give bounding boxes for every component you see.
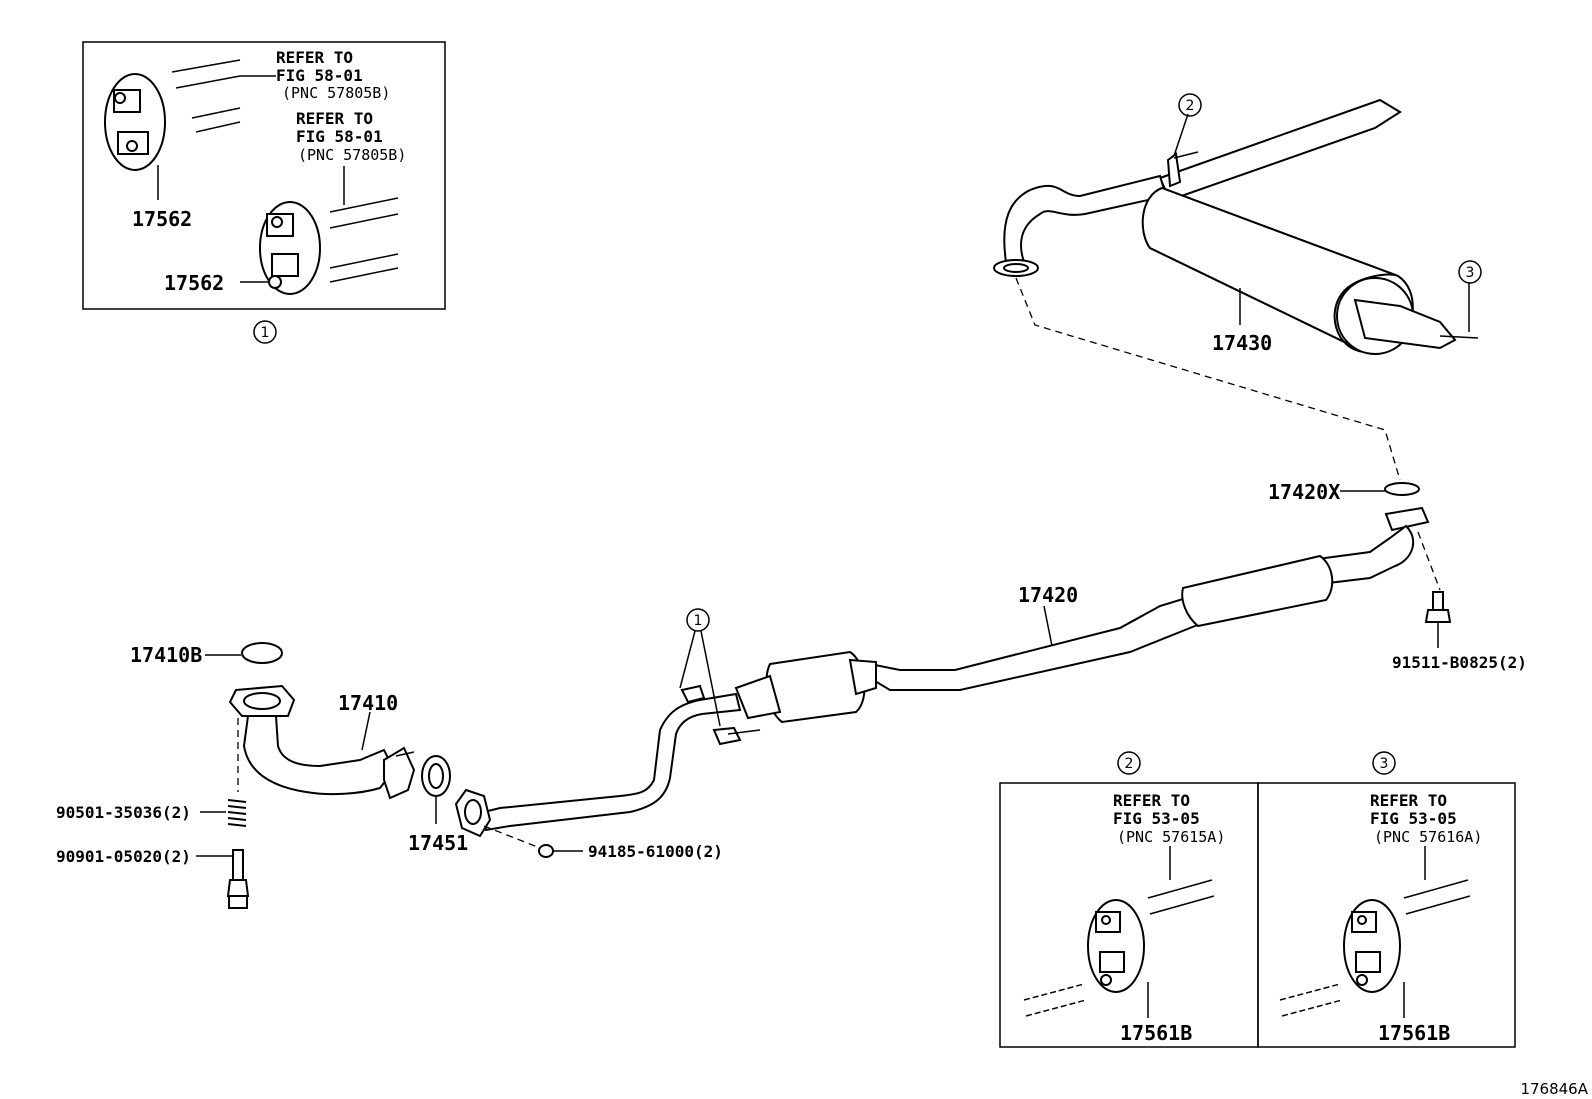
inset-1-hangers: REFER TO FIG 58-01 (PNC 57805B) REFER TO… [82, 41, 446, 344]
spring-90501-label: 90501-35036(2) [56, 803, 191, 822]
inset-1-refer1-line1: REFER TO [276, 48, 353, 67]
gasket-17410b [241, 642, 283, 664]
inset-2-part-label: 17561B [1120, 1021, 1192, 1045]
callout-circle-1-inset [253, 320, 277, 344]
callout-3-inset-number: 3 [1380, 756, 1389, 772]
inset-3-refer-line1: REFER TO [1370, 791, 1447, 810]
inset-1-frame [82, 41, 446, 310]
muffler-label: 17430 [1212, 331, 1272, 355]
callout-1-inset-number: 1 [261, 325, 270, 341]
inset-1-part-top-label: 17562 [132, 207, 192, 231]
gasket-17451-label: 17451 [408, 831, 468, 855]
nut-94185-label: 94185-61000(2) [588, 842, 723, 861]
callout-2-top-number: 2 [1186, 98, 1195, 114]
inset-1-refer1-line2: FIG 58-01 [276, 66, 363, 85]
inset-3-hanger: 3 REFER TO FIG 53-05 (PNC 57616A) 17561B [1257, 751, 1516, 1048]
center-pipe-assembly: 17420X 1 17420 [454, 480, 1430, 838]
muffler-assembly: 2 3 17430 [993, 93, 1482, 355]
front-pipe-assembly: 17410B 17410 17451 90501-35036(2) [56, 642, 723, 909]
inset-3-part-label: 17561B [1378, 1021, 1450, 1045]
callout-1-mid-number: 1 [694, 613, 703, 629]
inset-3-refer-line3: (PNC 57616A) [1374, 828, 1482, 846]
bolt-91511: 91511-B0825(2) [1392, 531, 1527, 672]
inset-3-refer-line2: FIG 53-05 [1370, 809, 1457, 828]
inset-2-refer-line3: (PNC 57615A) [1117, 828, 1225, 846]
bolt-90901 [226, 849, 250, 909]
front-pipe-label: 17410 [338, 691, 398, 715]
rubber-hanger-bottom [259, 201, 321, 295]
inset-1-refer2-line3: (PNC 57805B) [298, 146, 406, 164]
inset-2-refer-line1: REFER TO [1113, 791, 1190, 810]
nut-94185 [538, 844, 554, 858]
callout-2-inset-number: 2 [1125, 756, 1134, 772]
bolt-90901-label: 90901-05020(2) [56, 847, 191, 866]
bolt-91511-label: 91511-B0825(2) [1392, 653, 1527, 672]
spring-90501 [227, 799, 247, 827]
rubber-hanger-top [104, 73, 166, 171]
gasket-17420x [1384, 482, 1420, 496]
inset-3-frame [1257, 782, 1516, 1048]
inset-1-refer1-line3: (PNC 57805B) [282, 84, 390, 102]
center-pipe-label: 17420 [1018, 583, 1078, 607]
inset-1-part-bottom-label: 17562 [164, 271, 224, 295]
callout-3-top-number: 3 [1466, 265, 1475, 281]
inset-1-refer2-line1: REFER TO [296, 109, 373, 128]
gasket-17410b-label: 17410B [130, 643, 202, 667]
inset-2-refer-line2: FIG 53-05 [1113, 809, 1200, 828]
inset-1-refer2-line2: FIG 58-01 [296, 127, 383, 146]
gasket-17420x-label: 17420X [1268, 480, 1340, 504]
figure-code: 176846A [1520, 1080, 1588, 1098]
inset-2-hanger: 2 REFER TO FIG 53-05 (PNC 57615A) 17561B [999, 751, 1259, 1048]
